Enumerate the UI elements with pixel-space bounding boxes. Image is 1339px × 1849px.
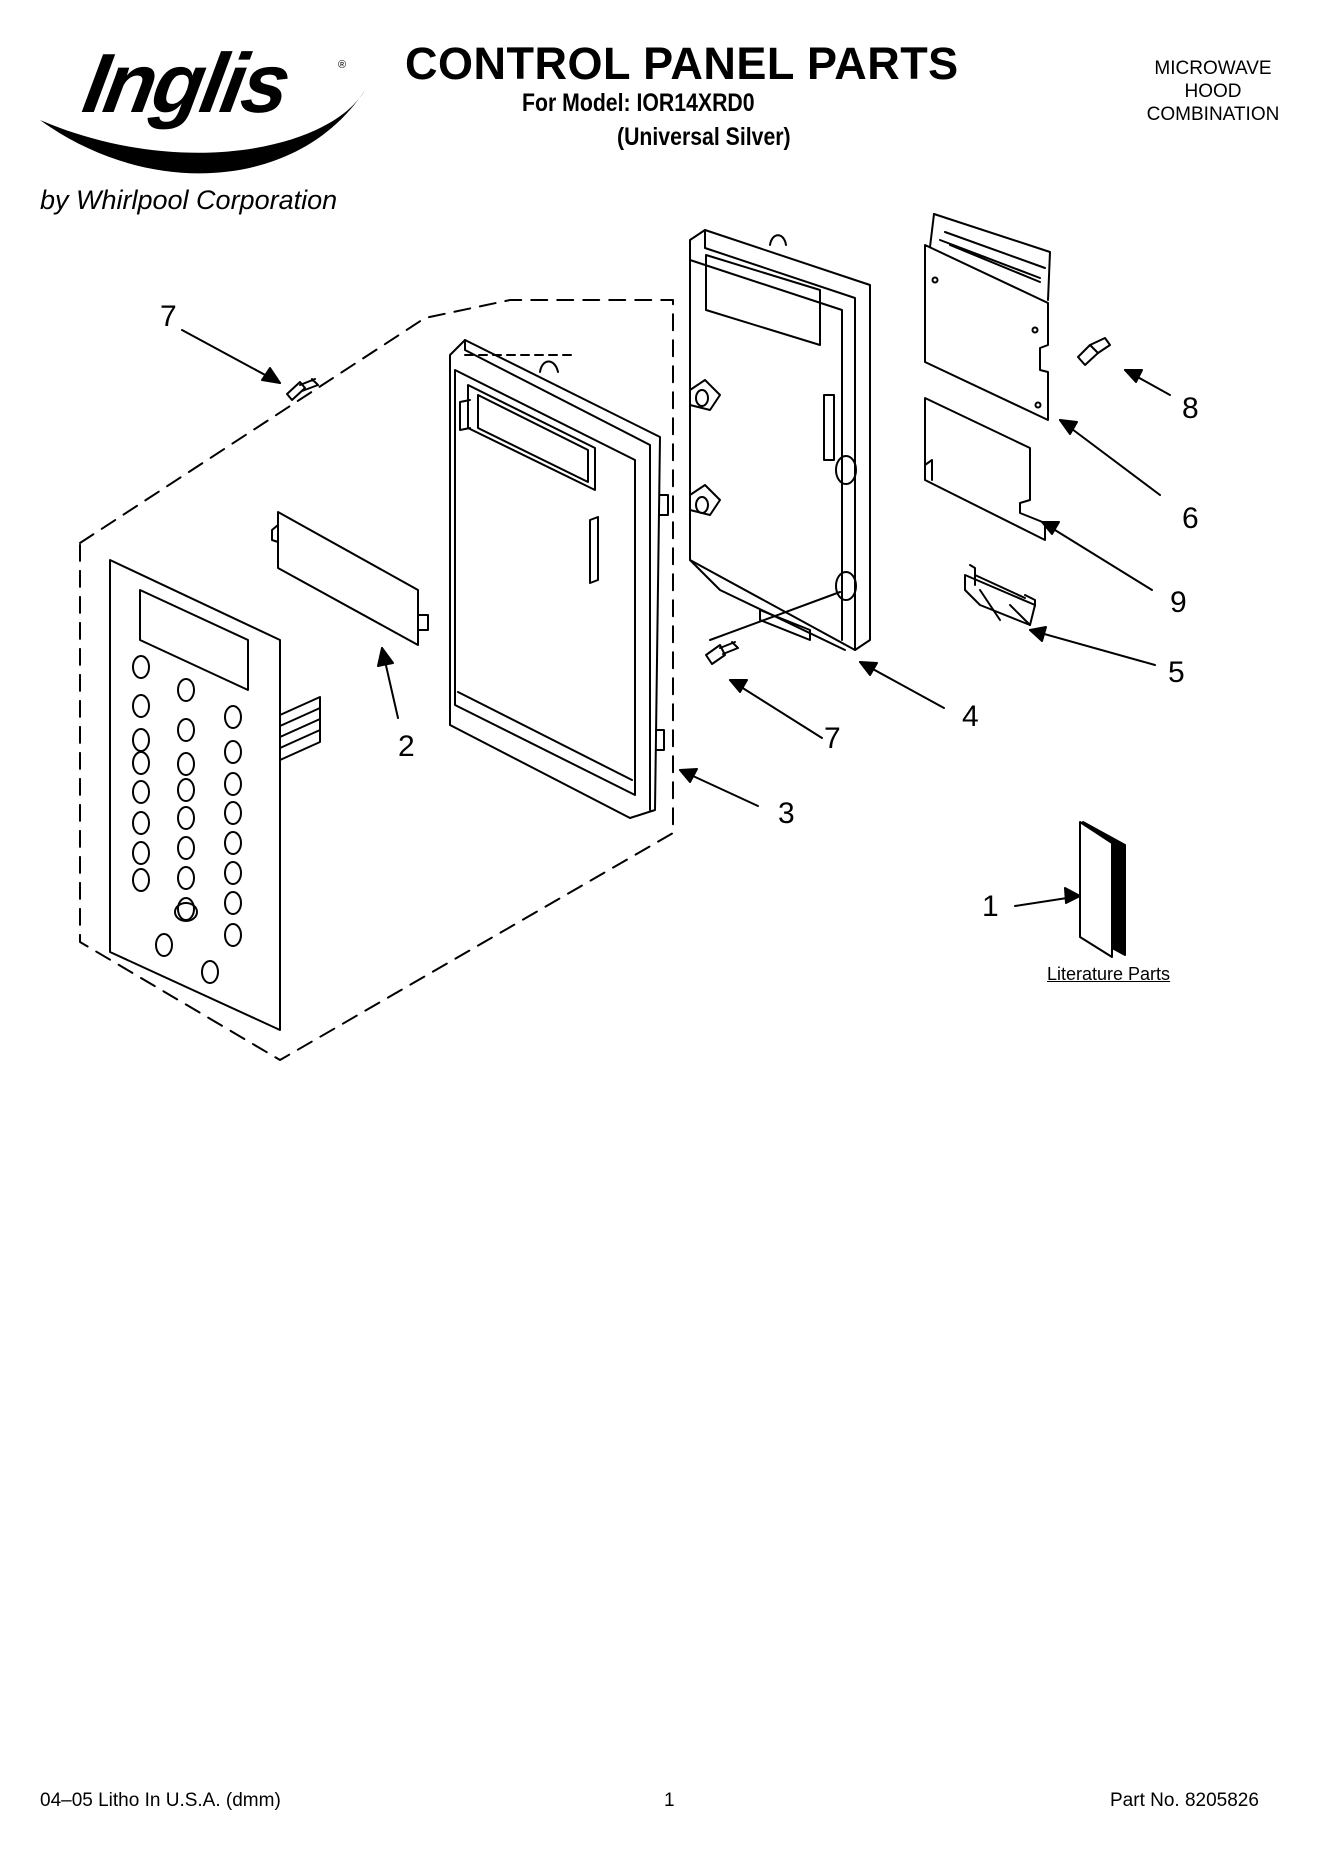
category-line-2: HOOD <box>1184 81 1242 102</box>
svg-text:®: ® <box>338 59 346 71</box>
callout-7-lower: 7 <box>824 722 841 755</box>
footer-litho: 04–05 Litho In U.S.A. (dmm) <box>40 1790 281 1811</box>
part-5-bracket-clip <box>964 564 1036 626</box>
keypad-overlay <box>109 559 321 1031</box>
callout-8: 8 <box>1182 392 1199 425</box>
part-9-insulator <box>924 397 1046 541</box>
brand-wordmark: Inglis <box>77 36 296 130</box>
callout-3: 3 <box>778 797 795 830</box>
part-2-window-lens <box>271 511 429 646</box>
part-3-control-panel-frame <box>449 339 669 819</box>
page-title: CONTROL PANEL PARTS <box>405 38 959 89</box>
callout-1: 1 <box>982 890 999 923</box>
screw-8 <box>1077 337 1111 366</box>
byline: by Whirlpool Corporation <box>40 185 338 215</box>
page-number: 1 <box>664 1790 675 1811</box>
callout-7-top: 7 <box>160 300 177 333</box>
leader-lines <box>181 329 1171 907</box>
screw-7-lower <box>705 641 739 665</box>
finish-line: (Universal Silver) <box>617 123 791 151</box>
callout-5: 5 <box>1168 656 1185 689</box>
part-6-circuit-board <box>924 213 1051 421</box>
part-1-literature-booklet <box>1079 821 1126 958</box>
keypad-buttons <box>132 655 242 984</box>
callout-2: 2 <box>398 730 415 763</box>
callout-9: 9 <box>1170 586 1187 619</box>
category-line-3: COMBINATION <box>1146 104 1280 125</box>
callout-6: 6 <box>1182 502 1199 535</box>
assembly-dashed-outline <box>79 299 674 1061</box>
callout-4: 4 <box>962 700 979 733</box>
inglis-logo: Inglis ® <box>40 36 365 174</box>
literature-parts-label: Literature Parts <box>1047 964 1171 984</box>
screw-7-top <box>286 378 319 401</box>
category-line-1: MICROWAVE <box>1154 58 1272 79</box>
model-line: For Model: IOR14XRD0 <box>522 89 755 117</box>
part-number: Part No. 8205826 <box>1110 1790 1259 1811</box>
part-4-control-housing <box>689 229 871 651</box>
